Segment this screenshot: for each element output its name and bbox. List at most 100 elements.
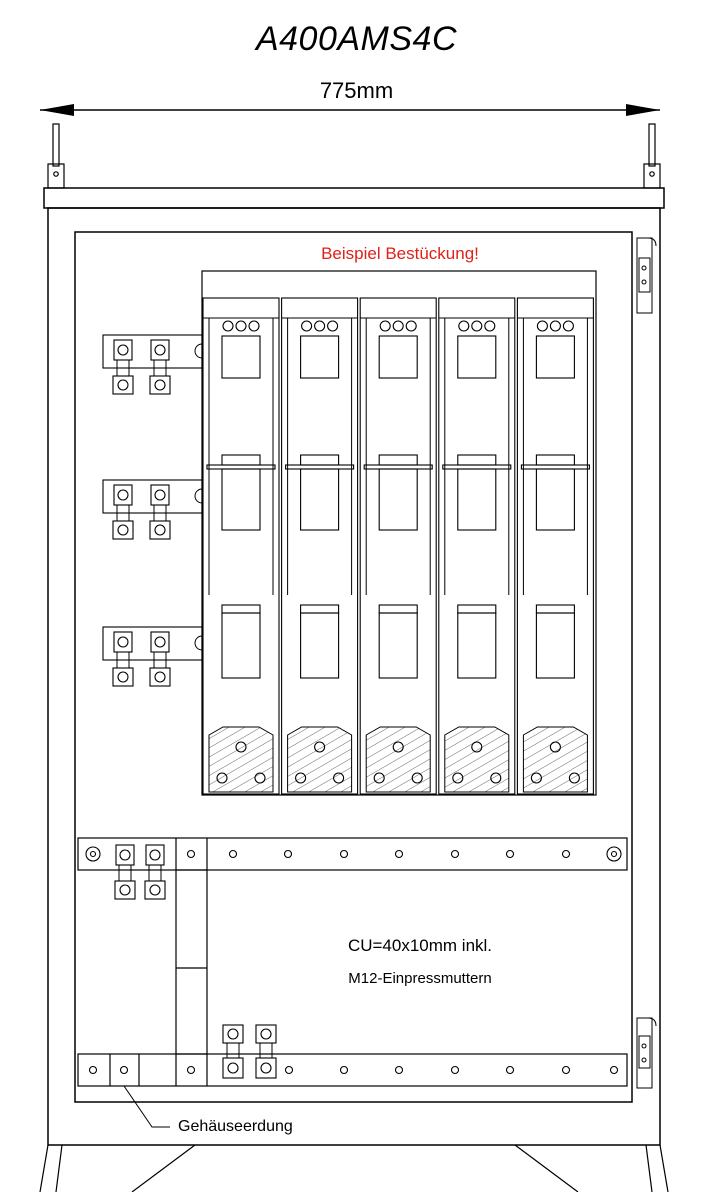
fuse-indicator-circle	[549, 320, 561, 332]
clamp-lower	[144, 880, 166, 900]
busbar-hole	[186, 1065, 196, 1075]
terminal-clamp	[222, 1024, 244, 1079]
clamp-lower-hole	[117, 379, 129, 391]
fuse-terminal-hatched	[365, 726, 431, 793]
busbar-hole	[228, 849, 238, 859]
clamp-upper	[222, 1024, 244, 1044]
clamp-upper-hole	[117, 344, 129, 356]
fuse-handle-bar	[442, 464, 512, 470]
clamp-upper-hole	[117, 636, 129, 648]
fuse-upper-contact	[378, 335, 418, 379]
fuse-unit-body	[516, 297, 594, 795]
terminal-block	[102, 479, 203, 540]
terminal-clamp	[149, 339, 171, 395]
fuse-terminal-hatched	[208, 726, 274, 793]
fuse-handle-top	[535, 454, 575, 466]
clamp-lower-hole	[117, 524, 129, 536]
busbar-bottom-holes	[88, 1065, 619, 1075]
fuse-unit-body	[359, 297, 437, 795]
clamp-upper	[113, 631, 133, 653]
fuse-terminal-hole	[254, 772, 266, 784]
clamp-upper	[145, 844, 165, 866]
hinge-upper	[636, 237, 657, 314]
terminal-clamp	[112, 339, 134, 395]
fuse-terminal-hole	[373, 772, 385, 784]
clamp-lower-hole	[154, 671, 166, 683]
terminal-block	[102, 626, 203, 687]
fuse-terminal-hole	[568, 772, 580, 784]
clamp-upper	[150, 339, 170, 361]
terminal-clamp	[149, 631, 171, 687]
clamp-upper-hole	[154, 489, 166, 501]
fuse-switch-unit	[281, 297, 359, 795]
clamp-lower	[149, 375, 171, 395]
fuse-terminal-hole	[411, 772, 423, 784]
fuse-indicator-circle	[379, 320, 391, 332]
fuse-indicator-circle	[536, 320, 548, 332]
fuse-lower-cap	[378, 604, 418, 614]
busbar-hole	[283, 849, 293, 859]
fuse-terminal-hole	[333, 772, 345, 784]
clamp-lower-hole	[154, 524, 166, 536]
clamp-upper-hole	[154, 636, 166, 648]
clamp-lower	[149, 520, 171, 540]
busbar-hole	[561, 1065, 571, 1075]
busbar-hole	[339, 849, 349, 859]
fuse-lower-cap	[300, 604, 340, 614]
busbar-hole	[561, 849, 571, 859]
clamp-upper-hole	[227, 1028, 239, 1040]
busbar-hole	[186, 849, 196, 859]
fuse-lower-contact	[457, 612, 497, 679]
fuse-terminal-hatched	[522, 726, 588, 793]
fuse-handle-bar	[206, 464, 276, 470]
fuse-terminal-hole	[549, 741, 561, 753]
terminal-bar-end	[194, 488, 203, 504]
fuse-terminal-hole	[530, 772, 542, 784]
busbar-hole	[505, 1065, 515, 1075]
clamp-lower-hole	[149, 884, 161, 896]
fuse-indicator-circle	[562, 320, 574, 332]
copper-spec-label: CU=40x10mm inkl.	[347, 936, 493, 955]
busbar-hole	[85, 846, 101, 862]
busbar-hole	[606, 846, 622, 862]
busbar-bottom	[77, 1053, 628, 1087]
clamp-upper	[113, 339, 133, 361]
fuse-terminal-hatched	[444, 726, 510, 793]
fuse-handle-bar	[285, 464, 355, 470]
busbar-top	[77, 837, 628, 871]
fuse-upper-contact	[221, 335, 261, 379]
fuse-lower-cap	[535, 604, 575, 614]
busbar-hole	[394, 1065, 404, 1075]
terminal-bar	[102, 334, 203, 369]
fuse-rail-frame	[201, 270, 597, 796]
dimension-line	[40, 104, 660, 116]
fuse-terminal-hole	[471, 741, 483, 753]
terminal-clamp	[112, 484, 134, 540]
fuse-middle-contact	[300, 468, 340, 531]
fuse-handle-top	[300, 454, 340, 466]
terminal-block	[102, 334, 203, 395]
fuse-switch-unit	[438, 297, 516, 795]
fuse-middle-contact	[378, 468, 418, 531]
fuse-handle-top	[378, 454, 418, 466]
clamp-lower	[112, 667, 134, 687]
clamp-lower-hole	[117, 671, 129, 683]
busbar-hole	[119, 1065, 129, 1075]
example-fitting-label: Beispiel Bestückung!	[321, 244, 479, 263]
fuse-terminal-hole	[314, 741, 326, 753]
fuse-switch-unit	[202, 297, 280, 795]
clamp-upper-hole	[149, 849, 161, 861]
clamp-lower-hole	[119, 884, 131, 896]
clamp-upper	[255, 1024, 277, 1044]
terminal-clamp	[112, 631, 134, 687]
fuse-terminal-hole	[216, 772, 228, 784]
fuse-indicator-circle	[327, 320, 339, 332]
busbar-hole	[339, 1065, 349, 1075]
terminal-bar-end	[194, 635, 203, 651]
fuse-terminal-hole	[295, 772, 307, 784]
fuse-terminal-hole	[490, 772, 502, 784]
terminal-bar	[102, 479, 203, 514]
fuse-upper-contact	[457, 335, 497, 379]
clamp-upper-hole	[117, 489, 129, 501]
terminal-bar-end	[194, 343, 203, 359]
